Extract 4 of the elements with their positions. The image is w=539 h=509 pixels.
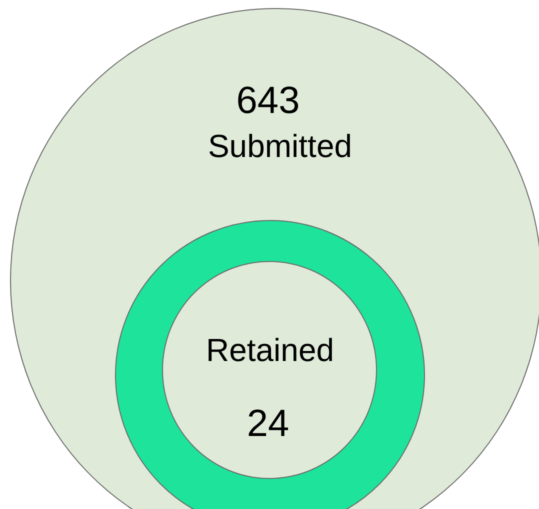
- category-label: Retained: [206, 334, 334, 366]
- count-text: 643: [236, 82, 300, 120]
- count-text: 24: [246, 405, 290, 443]
- category-label: Submitted: [208, 130, 352, 162]
